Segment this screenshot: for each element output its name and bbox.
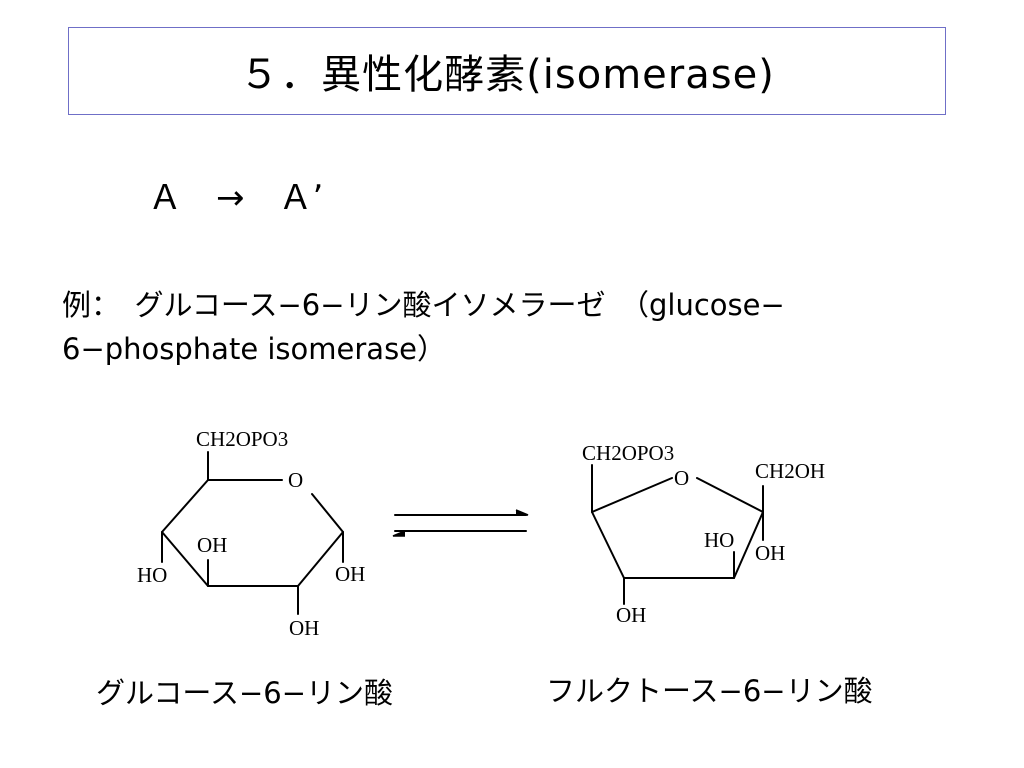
fructose-oh-c4-label: OH [616,603,646,627]
fructose-6-phosphate-structure: CH2OPO3 O CH2OH HO OH OH [582,441,825,627]
glucose-oh-c1-label: OH [335,562,365,586]
fructose-ring-bond-o-c2 [696,477,764,513]
glucose-ring-bond-c3-c4 [161,531,209,587]
glucose-ho-c4-label: HO [137,563,167,587]
fructose-ring-oxygen: O [674,466,689,490]
fructose-ring-bond-c5-o [591,477,673,513]
forward-arrow-head [515,509,529,516]
glucose-oh-c2-label: OH [289,616,319,640]
example-text: 例： グルコース−6−リン酸イソメラーゼ （glucose− 6−phospha… [62,283,962,371]
fructose-ho-c3-label: HO [704,528,734,552]
reaction-equation: Ａ → Ａ’ [148,178,324,218]
glucose-ring-bond-o-c1 [311,493,344,533]
fructose-caption: フルクトース−6−リン酸 [546,674,873,708]
glucose-oh-c3-label: OH [197,533,227,557]
glucose-ring-bond-c1-c2 [297,531,344,587]
slide-title: ５．異性化酵素(isomerase) [239,52,775,98]
glucose-ring-bond-c4-c5 [161,479,209,533]
fructose-ch2oh-label: CH2OH [755,459,825,483]
fructose-ring-bond-c4-c5 [591,511,625,579]
example-line-1: 例： グルコース−6−リン酸イソメラーゼ （glucose− [62,288,785,322]
example-line-2: 6−phosphate isomerase） [62,332,447,366]
glucose-ring-oxygen: O [288,468,303,492]
slide-title-box: ５．異性化酵素(isomerase) [68,27,946,115]
fructose-oh-c2-label: OH [755,541,785,565]
fructose-ch2opo3-label: CH2OPO3 [582,441,674,465]
equilibrium-arrows [392,509,529,537]
fructose-ring-bond-c2-c3 [733,511,764,579]
glucose-ch2opo3-label: CH2OPO3 [196,427,288,451]
glucose-caption: グルコース−6−リン酸 [96,676,394,710]
reverse-arrow-head [392,530,406,537]
glucose-6-phosphate-structure: CH2OPO3 O OH HO OH OH [137,427,365,640]
